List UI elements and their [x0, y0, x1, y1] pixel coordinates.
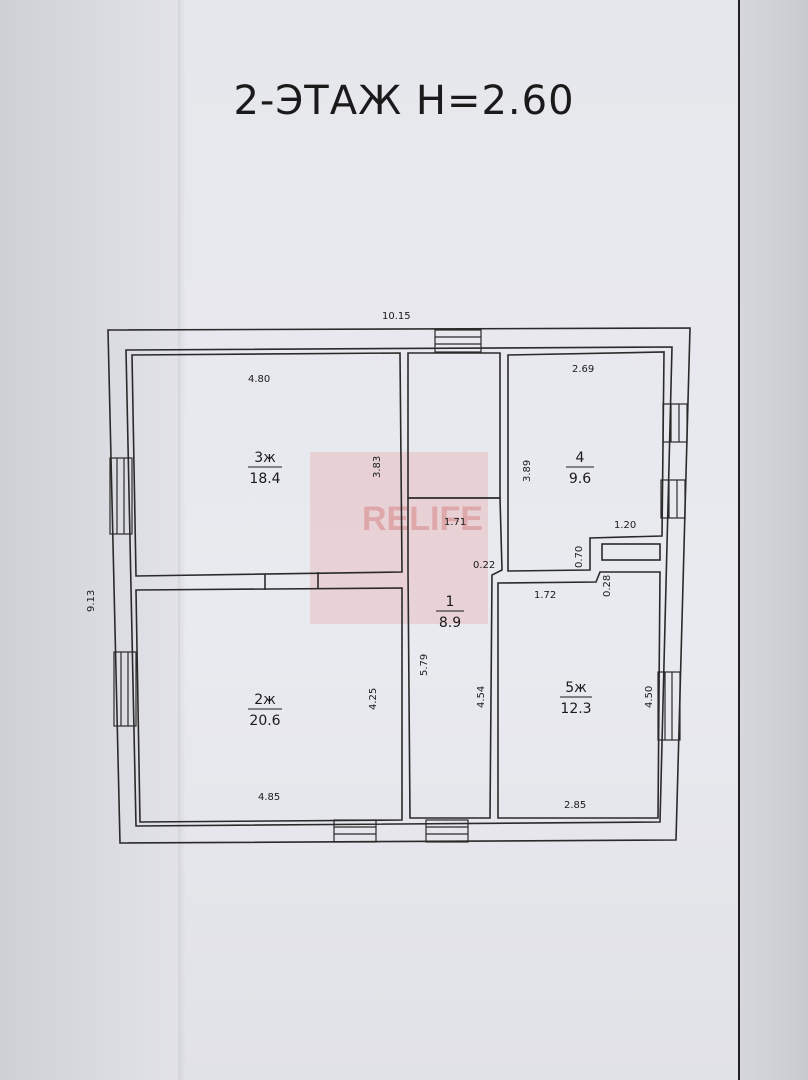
- dim-niche-gap: 0.28: [602, 575, 613, 597]
- room-5-outline: [497, 571, 661, 819]
- window-bottom-2: [425, 819, 469, 843]
- room-area: 18.4: [249, 471, 280, 487]
- window-bottom-1: [333, 819, 377, 843]
- room-2-outline: [135, 587, 403, 823]
- hall-lower-outline: [407, 497, 503, 819]
- floor-title: 2-ЭТАЖ H=2.60: [233, 78, 575, 124]
- outer-wall-inner: [125, 346, 673, 827]
- paper-left-fold: [0, 0, 200, 1080]
- room-area: 20.6: [249, 713, 280, 729]
- window-right-2: [660, 479, 686, 519]
- dim-room5-bottom: 2.85: [564, 800, 586, 811]
- dim-room5-top: 1.72: [534, 590, 556, 601]
- room-number: 2ж: [254, 692, 276, 708]
- dim-hall-height: 5.79: [419, 654, 430, 676]
- dim-room4-height: 3.89: [522, 460, 533, 482]
- room-area: 8.9: [439, 615, 461, 631]
- dim-room3-height: 3.83: [372, 456, 383, 478]
- window-top: [434, 329, 482, 353]
- room-number: 1: [446, 594, 455, 610]
- dim-room2-height: 4.25: [368, 688, 379, 710]
- dim-room5-height: 4.50: [644, 686, 655, 708]
- outer-wall: [107, 327, 691, 844]
- room-area: 9.6: [569, 471, 591, 487]
- dim-outer-width: 10.15: [382, 311, 411, 322]
- room-label-2: 2ж 20.6: [248, 692, 282, 729]
- niche-box: [601, 543, 661, 561]
- hall-upper-outline: [407, 352, 501, 499]
- room-number: 3ж: [254, 450, 276, 466]
- room-area: 12.3: [560, 701, 591, 717]
- room-label-1: 1 8.9: [436, 594, 464, 631]
- window-left-lower: [113, 651, 137, 727]
- room-number: 5ж: [565, 680, 587, 696]
- dim-niche-height: 0.70: [574, 546, 585, 568]
- window-right-3: [657, 671, 681, 741]
- dim-room2-width: 4.85: [258, 792, 280, 803]
- dim-hall-inner-height: 4.54: [476, 686, 487, 708]
- window-right-1: [662, 403, 688, 443]
- dim-outer-height: 9.13: [86, 590, 97, 612]
- window-left-upper: [109, 457, 133, 535]
- watermark-text: RELIFE: [362, 500, 483, 538]
- room-3-outline: [131, 352, 403, 577]
- dim-room4-width: 2.69: [572, 364, 594, 375]
- dim-niche-width: 1.20: [614, 520, 636, 531]
- paper-sheet: [180, 0, 740, 1080]
- sheet-border-line: [738, 0, 740, 1080]
- room-number: 4: [576, 450, 585, 466]
- fold-shadow: [178, 0, 186, 1080]
- room-label-3: 3ж 18.4: [248, 450, 282, 487]
- watermark-block: [310, 452, 488, 624]
- paper-right-edge: [740, 0, 808, 1080]
- dim-hall-width: 1.71: [444, 517, 466, 528]
- room-label-5: 5ж 12.3: [560, 680, 592, 717]
- dim-room3-width: 4.80: [248, 374, 270, 385]
- dim-hall-gap: 0.22: [473, 560, 495, 571]
- room-4-outline: [507, 351, 665, 572]
- room-label-4: 4 9.6: [566, 450, 594, 487]
